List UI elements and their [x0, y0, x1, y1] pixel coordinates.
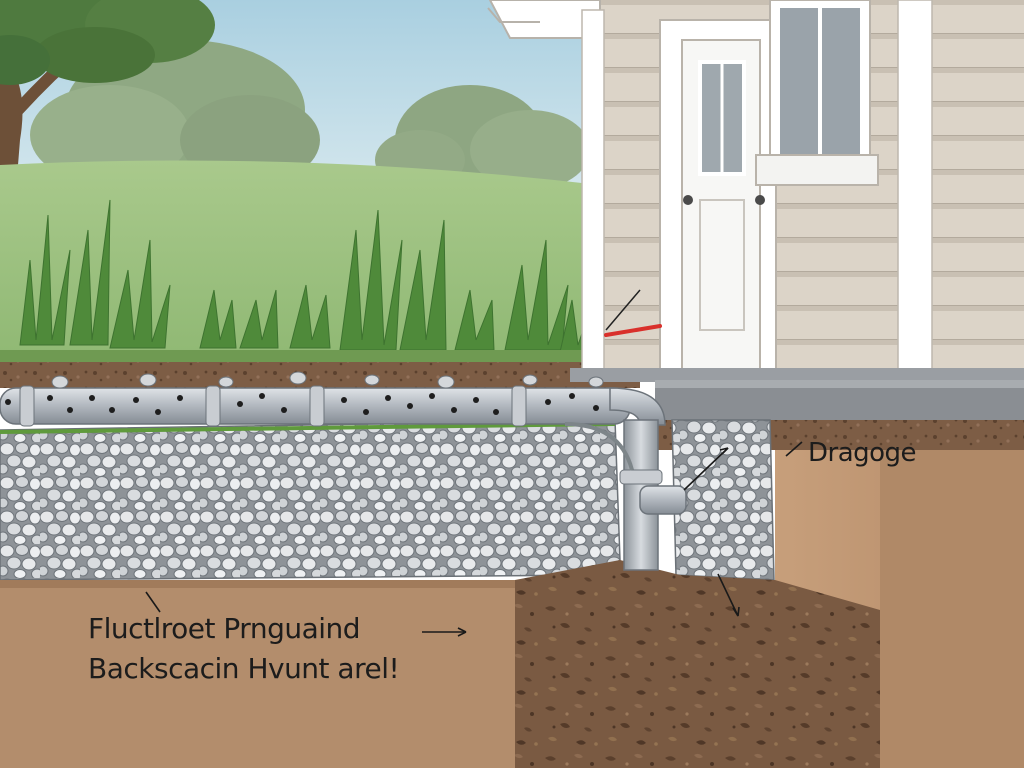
grass-edge [0, 350, 590, 364]
label-backfill-line-2: Backscacin Hvunt arel! [88, 652, 400, 685]
native-soil [515, 560, 880, 768]
label-backfill-line-1: Fluctlroet Prnguaind [88, 612, 361, 645]
drain-hose [564, 422, 634, 471]
foundation-slab [570, 368, 1024, 420]
gravel-column [671, 419, 775, 581]
gravel-trench [0, 419, 621, 581]
house [487, 0, 1024, 373]
grass-tufts [19, 199, 593, 353]
perforated-drain-pipe [0, 385, 687, 571]
surface-stones [51, 371, 604, 389]
callout-lines [145, 441, 803, 637]
backfill-edge [880, 420, 1024, 768]
topsoil [0, 362, 640, 388]
tree [0, 0, 215, 240]
geotextile-line [0, 422, 616, 434]
backfill-sand [0, 585, 515, 768]
label-drainage: Dragoge [808, 438, 917, 468]
